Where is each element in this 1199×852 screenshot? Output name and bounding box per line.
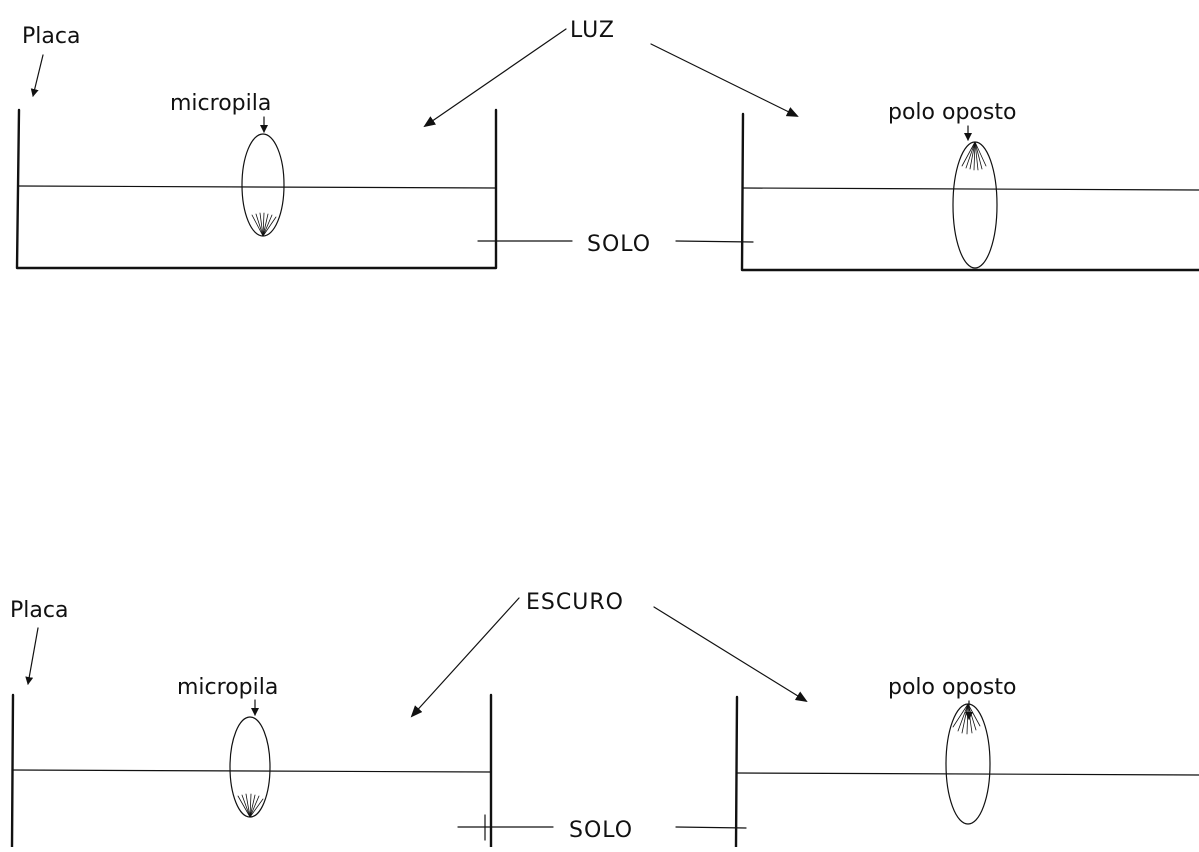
- left-seed: [241, 133, 285, 237]
- left-seed-root-hatching: [251, 212, 277, 237]
- condition-arrow-right: [653, 606, 808, 703]
- right-seed-label: polo oposto: [888, 100, 1016, 125]
- right-container: [740, 112, 1199, 272]
- soil-leader-right: [675, 826, 747, 829]
- soil-label: SOLO: [587, 232, 651, 257]
- condition-label: LUZ: [570, 18, 615, 43]
- right-soil-surface: [736, 772, 1199, 776]
- left-seed-label: micropila: [177, 675, 278, 700]
- soil-leader-right: [675, 240, 754, 243]
- right-seed-label: polo oposto: [888, 675, 1016, 700]
- plate-pointer-arrow: [30, 54, 44, 97]
- left-seed: [229, 716, 271, 818]
- left-container: [10, 693, 15, 849]
- left-seed-label: micropila: [170, 91, 271, 116]
- plate-label: Placa: [10, 598, 68, 623]
- left-soil-surface: [18, 185, 497, 189]
- right-container: [734, 695, 739, 849]
- condition-arrow-left: [423, 28, 567, 128]
- right-soil-surface: [742, 187, 1199, 191]
- right-seed: [945, 703, 991, 825]
- right-seed-shoot-hatching: [952, 703, 981, 735]
- right-seed-shoot-hatching: [961, 141, 987, 171]
- left-soil-surface: [11, 769, 492, 773]
- condition-arrow-left: [410, 597, 520, 718]
- left-seed-root-hatching: [237, 793, 264, 818]
- right-seed: [952, 141, 998, 269]
- panel-light: Placa LUZ micropila SOLO polo opos: [15, 18, 1199, 272]
- plate-pointer-arrow: [25, 627, 39, 685]
- panel-dark: Placa ESCURO micropila SOLO: [10, 590, 1199, 849]
- left-container: [15, 108, 498, 270]
- condition-label: ESCURO: [526, 590, 624, 615]
- condition-arrow-right: [650, 43, 799, 117]
- plate-label: Placa: [22, 24, 80, 49]
- soil-label: SOLO: [569, 818, 633, 843]
